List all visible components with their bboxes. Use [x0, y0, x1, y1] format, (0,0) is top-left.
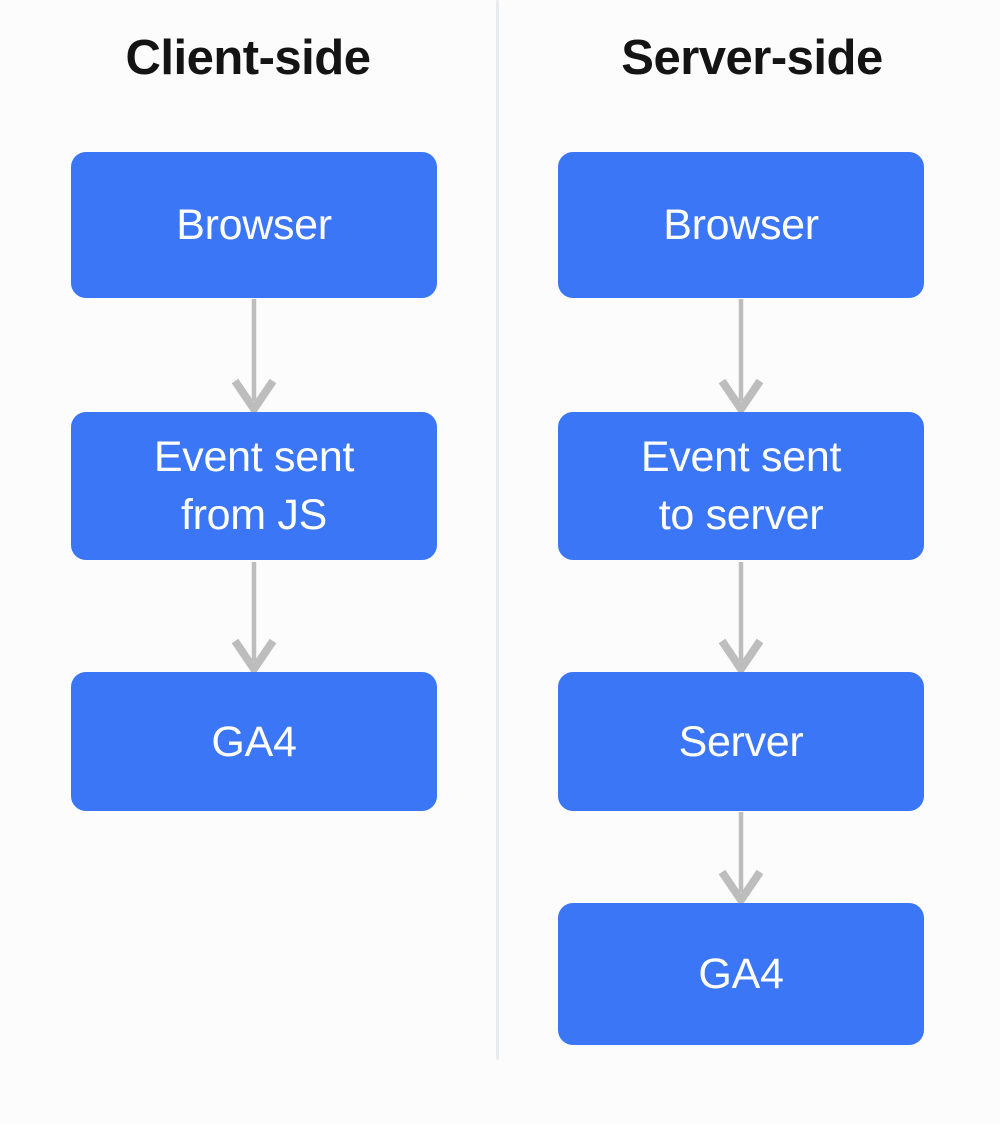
node-label: Event sent from JS [153, 433, 355, 539]
arrow-server-to-ga4 [716, 810, 766, 904]
arrow-event-to-server [716, 560, 766, 673]
column-divider [496, 0, 499, 1060]
node-label: Server [678, 717, 804, 766]
node-server-browser[interactable]: Browser [558, 152, 924, 298]
node-server[interactable]: Server [558, 672, 924, 811]
node-label: GA4 [698, 950, 784, 998]
node-client-browser[interactable]: Browser [71, 152, 437, 298]
server-side-column: Server-side Browser Event sent to server… [504, 0, 1000, 1124]
client-side-column: Client-side Browser Event sent from JS G… [0, 0, 496, 1124]
client-side-column-title: Client-side [125, 31, 371, 85]
server-side-column-title: Server-side [621, 31, 883, 85]
node-label: Event sent to server [640, 433, 842, 539]
node-client-ga4[interactable]: GA4 [71, 672, 437, 811]
node-server-ga4[interactable]: GA4 [558, 903, 924, 1045]
node-label: GA4 [211, 717, 297, 766]
arrow-event-to-ga4-client [229, 560, 279, 673]
node-event-sent-from-js[interactable]: Event sent from JS [71, 412, 437, 560]
arrow-client-browser-to-event [229, 297, 279, 413]
node-label: Browser [663, 201, 819, 249]
node-label: Browser [176, 201, 332, 249]
node-event-sent-to-server[interactable]: Event sent to server [558, 412, 924, 560]
arrow-server-browser-to-event [716, 297, 766, 413]
